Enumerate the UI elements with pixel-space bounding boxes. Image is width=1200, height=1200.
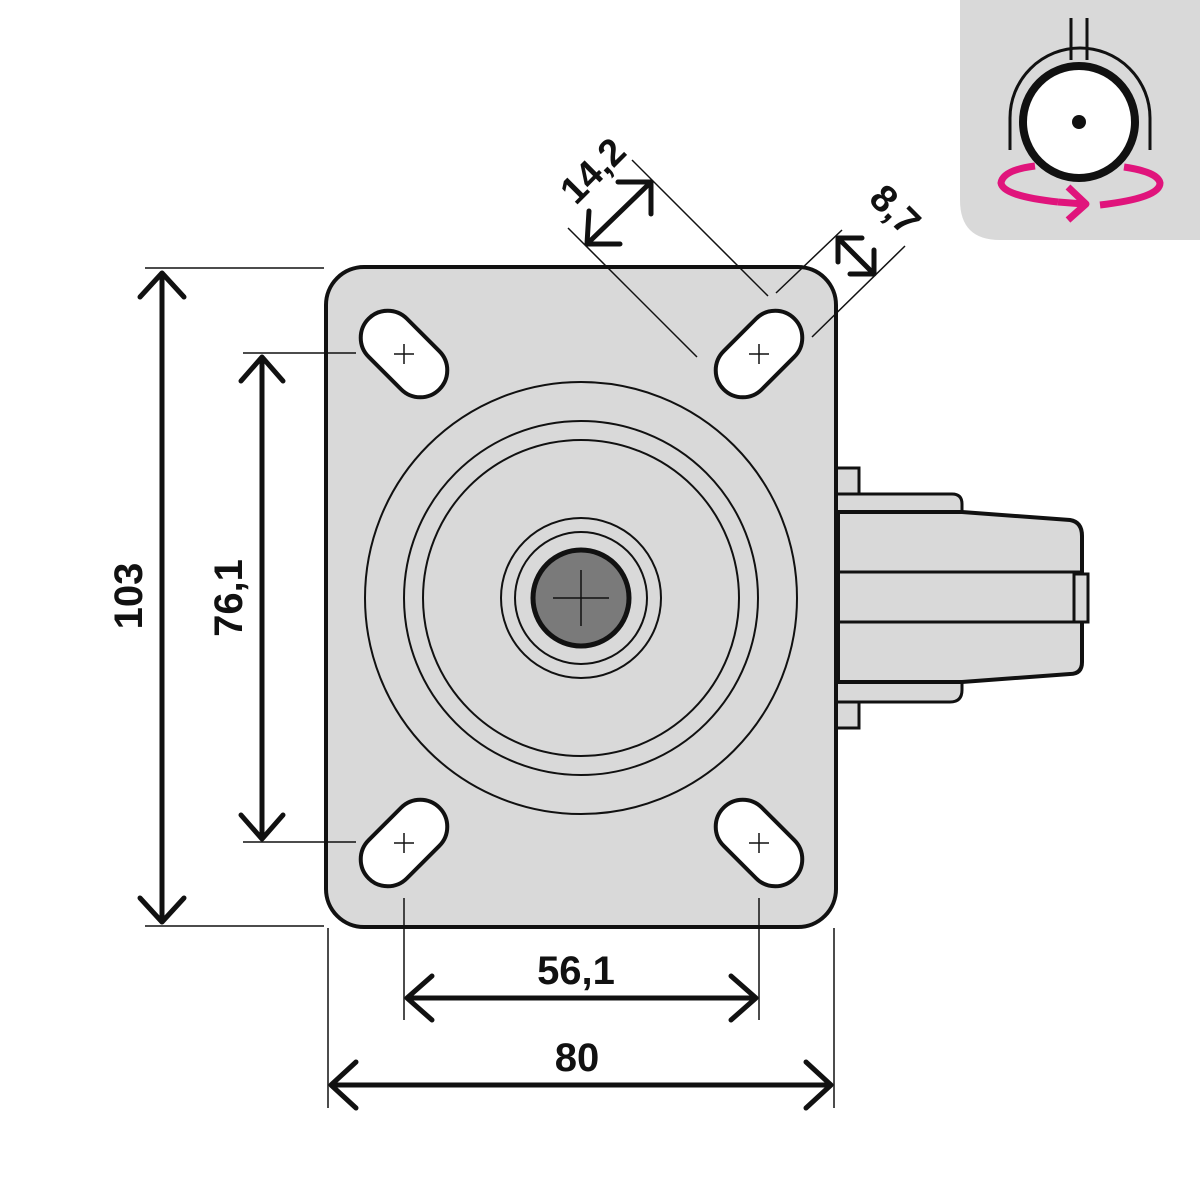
slot-bottom-right (713, 797, 805, 889)
extension-lines (145, 159, 906, 1108)
dim-label-slot-width: 8,7 (861, 177, 928, 244)
dim-label-hole-spacing-horizontal: 56,1 (537, 949, 615, 993)
dim-line-slot-width (837, 237, 875, 275)
dim-label-total-width: 80 (555, 1036, 600, 1080)
dim-line-slot-length (585, 180, 653, 246)
dim-label-hole-spacing-vertical: 76,1 (207, 559, 251, 637)
dimension-lines (137, 179, 877, 1111)
slot-bottom-left (358, 797, 450, 889)
slot-top-right (713, 308, 805, 400)
wheel-fork-side (833, 466, 1090, 730)
dim-label-total-height: 103 (107, 563, 151, 630)
swivel-caster-rotation-icon (997, 18, 1164, 223)
dim-label-slot-length: 14,2 (553, 131, 635, 213)
mounting-slots (358, 308, 805, 889)
swivel-badge (960, 0, 1200, 240)
top-plate (324, 265, 838, 929)
slot-top-left (358, 308, 450, 400)
